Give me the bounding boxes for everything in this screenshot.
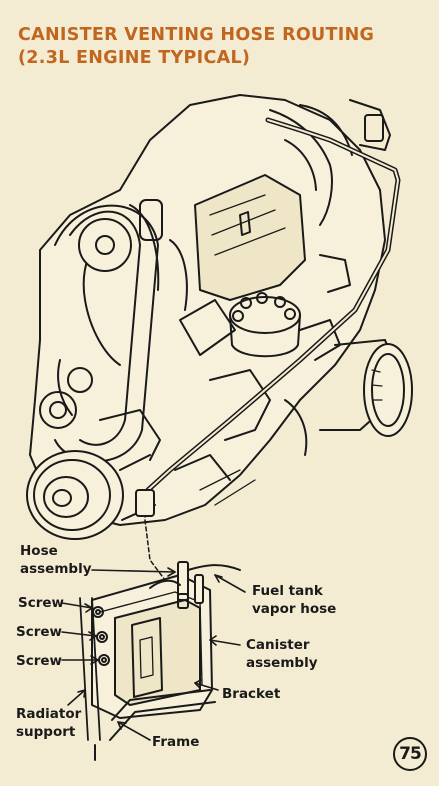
distributor [229,292,301,358]
label-bracket: Bracket [222,686,281,702]
oil-filter [319,339,413,437]
label-radiator-support: Radiator support [16,706,82,740]
title-line-2: (2.3L ENGINE TYPICAL) [18,48,251,68]
title-line-1: CANISTER VENTING HOSE ROUTING [18,25,375,45]
label-canister-assembly: Canister assembly [246,637,318,671]
engine-block [29,94,391,526]
vent-tube [135,117,401,586]
label-fuel-tank-vapor-hose: Fuel tank vapor hose [252,583,337,617]
label-screw-2: Screw [16,624,63,640]
page-number-badge: 75 [393,737,427,771]
label-screw-1: Screw [18,595,65,611]
crankshaft-pulley [26,450,156,540]
timing-belt [54,204,159,463]
page-title: CANISTER VENTING HOSE ROUTING (2.3L ENGI… [18,24,374,70]
label-frame: Frame [152,734,200,750]
label-screw-3: Screw [16,653,63,669]
canister-assembly [79,561,241,761]
leader-lines [61,567,246,741]
label-hose-assembly: Hose assembly [20,543,92,577]
